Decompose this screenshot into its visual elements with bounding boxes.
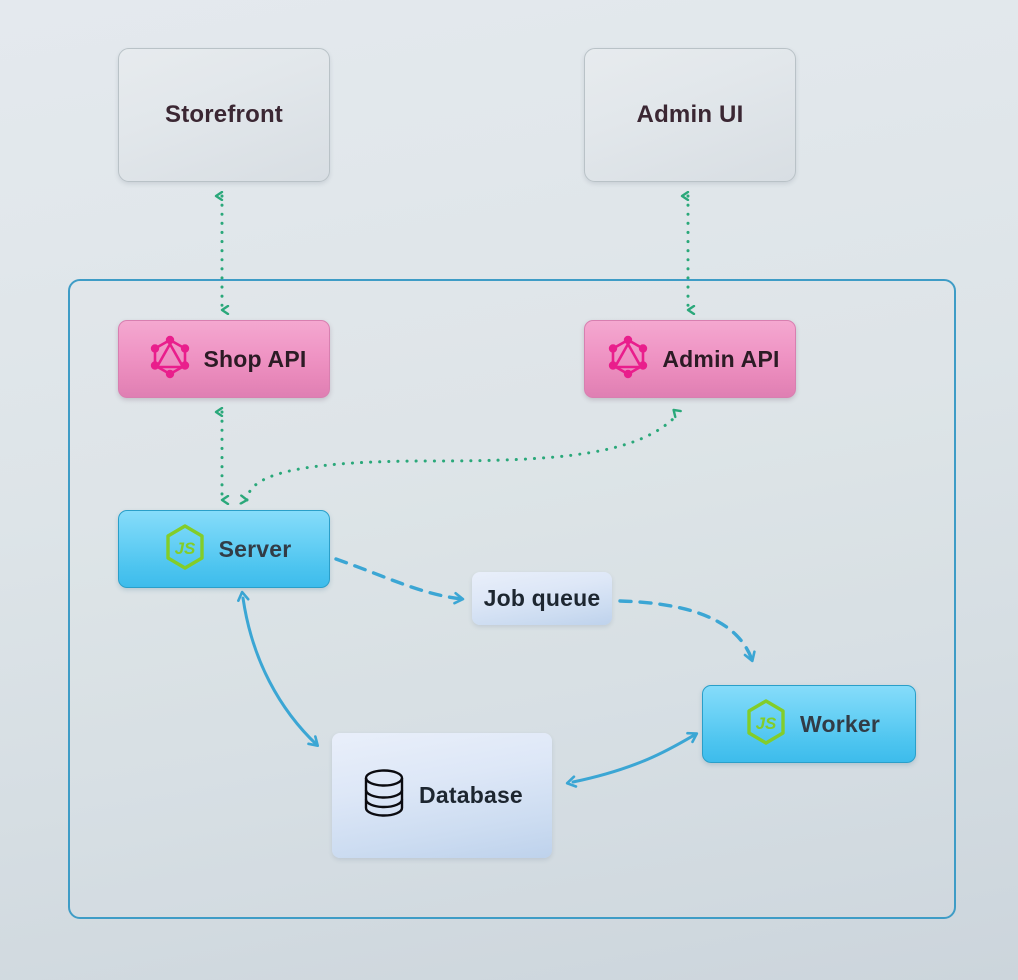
node-database-label: Database <box>419 782 523 808</box>
node-admin-api-label: Admin API <box>662 345 780 372</box>
database-icon <box>361 766 407 825</box>
node-server[interactable]: JS Server <box>118 510 330 588</box>
node-worker[interactable]: JS Worker <box>702 685 916 763</box>
node-storefront-label: Storefront <box>165 101 283 128</box>
node-job-queue[interactable]: Job queue <box>472 572 612 625</box>
node-shop-api-label: Shop API <box>203 345 307 372</box>
nodejs-icon: JS <box>744 698 788 751</box>
graphql-icon <box>606 334 650 385</box>
node-job-queue-label: Job queue <box>483 585 601 611</box>
vendure-server-container <box>68 279 956 919</box>
svg-text:JS: JS <box>174 539 195 558</box>
node-storefront[interactable]: Storefront <box>118 48 330 182</box>
nodejs-icon: JS <box>163 523 207 576</box>
node-database[interactable]: Database <box>332 733 552 858</box>
node-admin-ui[interactable]: Admin UI <box>584 48 796 182</box>
node-admin-api[interactable]: Admin API <box>584 320 796 398</box>
node-worker-label: Worker <box>799 710 881 737</box>
svg-text:JS: JS <box>756 714 777 733</box>
graphql-icon <box>148 334 192 385</box>
node-admin-ui-label: Admin UI <box>636 101 744 128</box>
node-server-label: Server <box>218 535 292 562</box>
node-shop-api[interactable]: Shop API <box>118 320 330 398</box>
